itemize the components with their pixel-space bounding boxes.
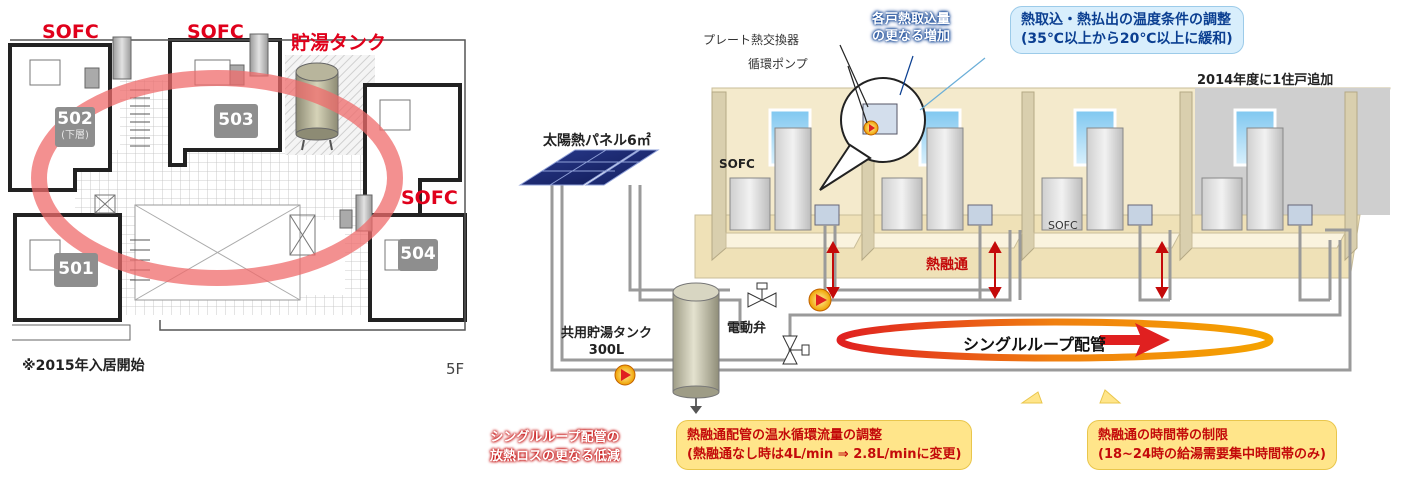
sofc-ring-highlight: [31, 70, 403, 286]
room-504-tag: 504: [398, 239, 438, 271]
pump-arrow: [621, 369, 631, 381]
occupancy-note: ※2015年入居開始: [22, 358, 145, 374]
piping: [550, 185, 1352, 372]
loss-reduction-label: シングルループ配管の 放熱ロスの更なる低減: [490, 428, 620, 466]
leader-line: [847, 65, 868, 124]
sofc-unit-label: SOFC: [1048, 219, 1078, 232]
system-diagram: [518, 44, 1391, 414]
temperature-callout: 熱取込・熱払出の温度条件の調整 (35℃以上から20℃以上に緩和): [1010, 6, 1244, 54]
heat-intake-callout: 各戸熱取込量 の更なる増加: [872, 11, 950, 45]
shared-tank-line: 共用貯湯タンク: [561, 326, 653, 341]
tank-label: 貯湯タンク: [291, 32, 387, 54]
sofc-unit-label: SOFC: [719, 157, 755, 171]
loop-arrow: [836, 318, 1274, 362]
plate-exchanger-label: プレート熱交換器: [703, 33, 800, 47]
heat-intake-line: の更なる増加: [872, 29, 951, 44]
shared-tank-label: 共用貯湯タンク 300L: [561, 325, 652, 359]
heat-transfer-label: 熱融通: [926, 257, 968, 273]
magnifier-tail: [819, 143, 872, 191]
floor-label: 5F: [446, 360, 465, 378]
room-503-tag: 503: [214, 104, 258, 138]
added-unit-label: 2014年度に1住戸追加: [1197, 73, 1334, 88]
room-number: 501: [58, 259, 94, 279]
shared-tank-line: 300L: [588, 343, 625, 358]
shared-tank-icon: [672, 282, 720, 414]
time-limit-line: 熱融通の時間帯の制限: [1098, 428, 1229, 443]
heat-transfer-arrows: [826, 240, 1169, 300]
circulation-pump-label: 循環ポンプ: [748, 57, 808, 71]
sofc-label: SOFC: [42, 21, 99, 43]
callout-pointer: [899, 55, 914, 96]
time-limit-line: (18~24時の給湯需要集中時間帯のみ): [1098, 447, 1326, 462]
sofc-unit: [84, 67, 100, 89]
room-sub: (下層): [61, 130, 89, 141]
time-limit-callout: 熱融通の時間帯の制限 (18~24時の給湯需要集中時間帯のみ): [1087, 420, 1337, 470]
sofc-cabinets: [729, 127, 1284, 231]
loss-reduction-line: シングルループ配管の: [490, 430, 620, 445]
solar-panel-icon: [518, 149, 660, 186]
room-number: 502: [57, 109, 93, 129]
temperature-callout-line: 熱取込・熱払出の温度条件の調整: [1021, 12, 1231, 28]
unit-heat-exchangers: [814, 204, 1313, 226]
solar-panel-label: 太陽熱パネル6㎡: [543, 133, 651, 149]
sofc-label: SOFC: [187, 21, 244, 43]
loop-arrow-head: [1100, 323, 1170, 357]
single-loop-label: シングルループ配管: [963, 335, 1107, 354]
sofc-label: SOFC: [401, 187, 458, 209]
valve-icon: [747, 282, 777, 308]
leader-line: [839, 44, 869, 108]
unit-floors: [725, 232, 1346, 249]
callout-pointer: [1099, 389, 1122, 404]
heat-intake-line: 各戸熱取込量: [872, 12, 951, 27]
sofc-unit: [112, 36, 132, 80]
valve-icon: [782, 335, 810, 365]
flow-rate-callout: 熱融通配管の温水循環流量の調整 (熱融通なし時は4L/min ⇒ 2.8L/mi…: [676, 420, 973, 470]
sofc-unit: [249, 33, 269, 77]
room-502-tag: 502 (下層): [55, 107, 95, 147]
room-number: 504: [400, 244, 436, 264]
callout-pointer: [1020, 391, 1043, 404]
temperature-callout-line: (35℃以上から20℃以上に緩和): [1021, 31, 1233, 47]
callout-pointer: [919, 57, 986, 111]
valve-label: 電動弁: [727, 321, 767, 336]
pump-arrow: [816, 294, 827, 306]
room-number: 503: [218, 110, 254, 130]
flow-rate-line: (熱融通なし時は4L/min ⇒ 2.8L/minに変更): [687, 447, 962, 462]
flow-rate-line: 熱融通配管の温水循環流量の調整: [687, 428, 883, 443]
loss-reduction-line: 放熱ロスの更なる低減: [490, 449, 621, 464]
room-501-tag: 501: [54, 253, 98, 287]
sofc-unit: [339, 209, 353, 229]
